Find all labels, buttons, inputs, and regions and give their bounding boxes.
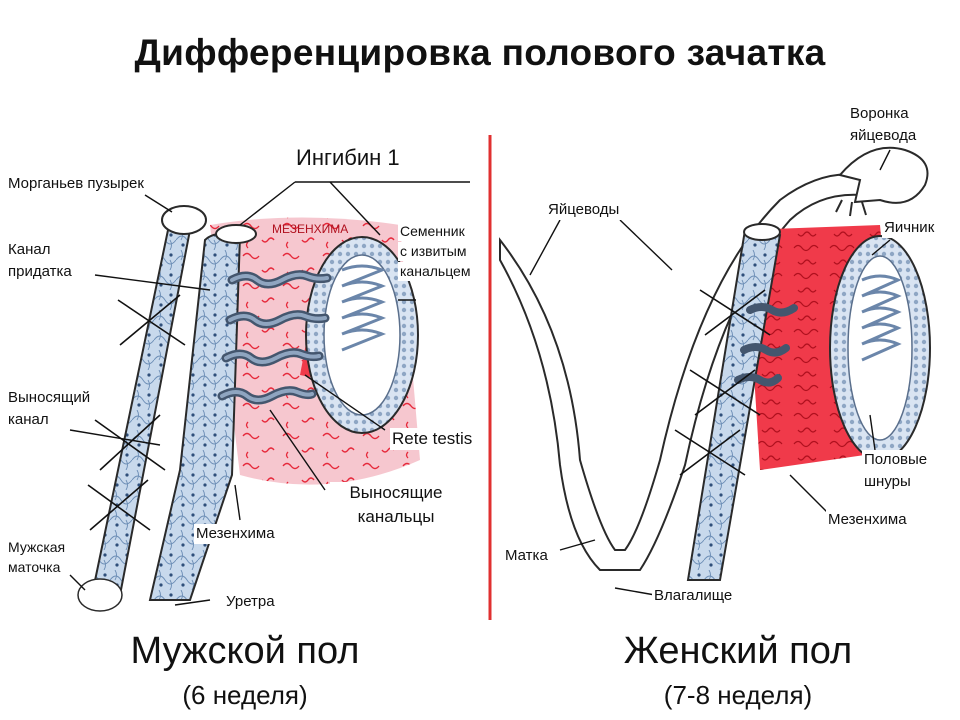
caption-male: Мужской пол (130, 630, 360, 672)
label-oviduct-funnel-line2: яйцевода (848, 126, 919, 146)
label-uterus: Матка (503, 546, 550, 566)
female-diagram (499, 146, 931, 596)
label-efferent-ductules-line1: Выносящие (330, 482, 462, 504)
label-mesenchyme-male: Мезенхима (194, 524, 277, 544)
label-efferent-duct-line2: канал (6, 410, 51, 430)
label-male-uterus-line1: Мужская (6, 538, 68, 557)
male-diagram (69, 181, 470, 612)
label-oviducts: Яйцеводы (546, 200, 622, 220)
slide-title: Дифференцировка полового зачатка (134, 32, 826, 73)
label-testis-line3: канальцем (398, 262, 473, 281)
label-epididymis-canal-line2: придатка (6, 262, 74, 282)
label-sex-cords-line2: шнуры (862, 472, 913, 492)
label-morgagni-vesicle: Морганьев пузырек (6, 174, 146, 194)
label-ovary: Яичник (882, 218, 937, 238)
oviduct-funnel-shape (838, 146, 929, 204)
female-leader-lines (529, 149, 891, 596)
label-efferent-ductules-line2: канальцы (330, 506, 462, 528)
label-urethra: Уретра (224, 592, 277, 612)
label-male-uterus-line2: маточка (6, 558, 63, 577)
label-efferent-duct-line1: Выносящий (6, 388, 93, 408)
label-vagina: Влагалище (652, 586, 735, 606)
label-inhibin: Ингибин 1 (296, 145, 400, 170)
morgagni-vesicle-shape (161, 205, 207, 235)
sex-cords-shape (861, 274, 902, 362)
label-sex-cords-line1: Половые (862, 450, 930, 470)
label-testis-line2: с извитым (398, 242, 469, 261)
gonad-differentiation-figure: Ингибин 1 Морганьев пузырек Канал придат… (0, 104, 960, 620)
figure-svg (69, 135, 931, 620)
label-mesenchyme-top: МЕЗЕНХИМА (272, 222, 349, 236)
caption-female-week: (7-8 неделя) (663, 680, 813, 710)
caption-male-week: (6 неделя) (182, 680, 308, 710)
regression-marks-male (87, 294, 186, 531)
label-rete-testis: Rete testis (390, 428, 475, 450)
male-uterus-shape (77, 578, 123, 612)
label-epididymis-canal-line1: Канал (6, 240, 53, 260)
label-mesenchyme-female: Мезенхима (826, 510, 909, 530)
testis-convoluted-tubule (341, 264, 387, 352)
label-oviduct-funnel-line1: Воронка (848, 104, 911, 124)
caption-female: Женский пол (623, 630, 853, 672)
label-testis-line1: Семенник (398, 222, 467, 241)
regression-marks-female (674, 289, 771, 476)
male-leader-lines (69, 181, 470, 606)
